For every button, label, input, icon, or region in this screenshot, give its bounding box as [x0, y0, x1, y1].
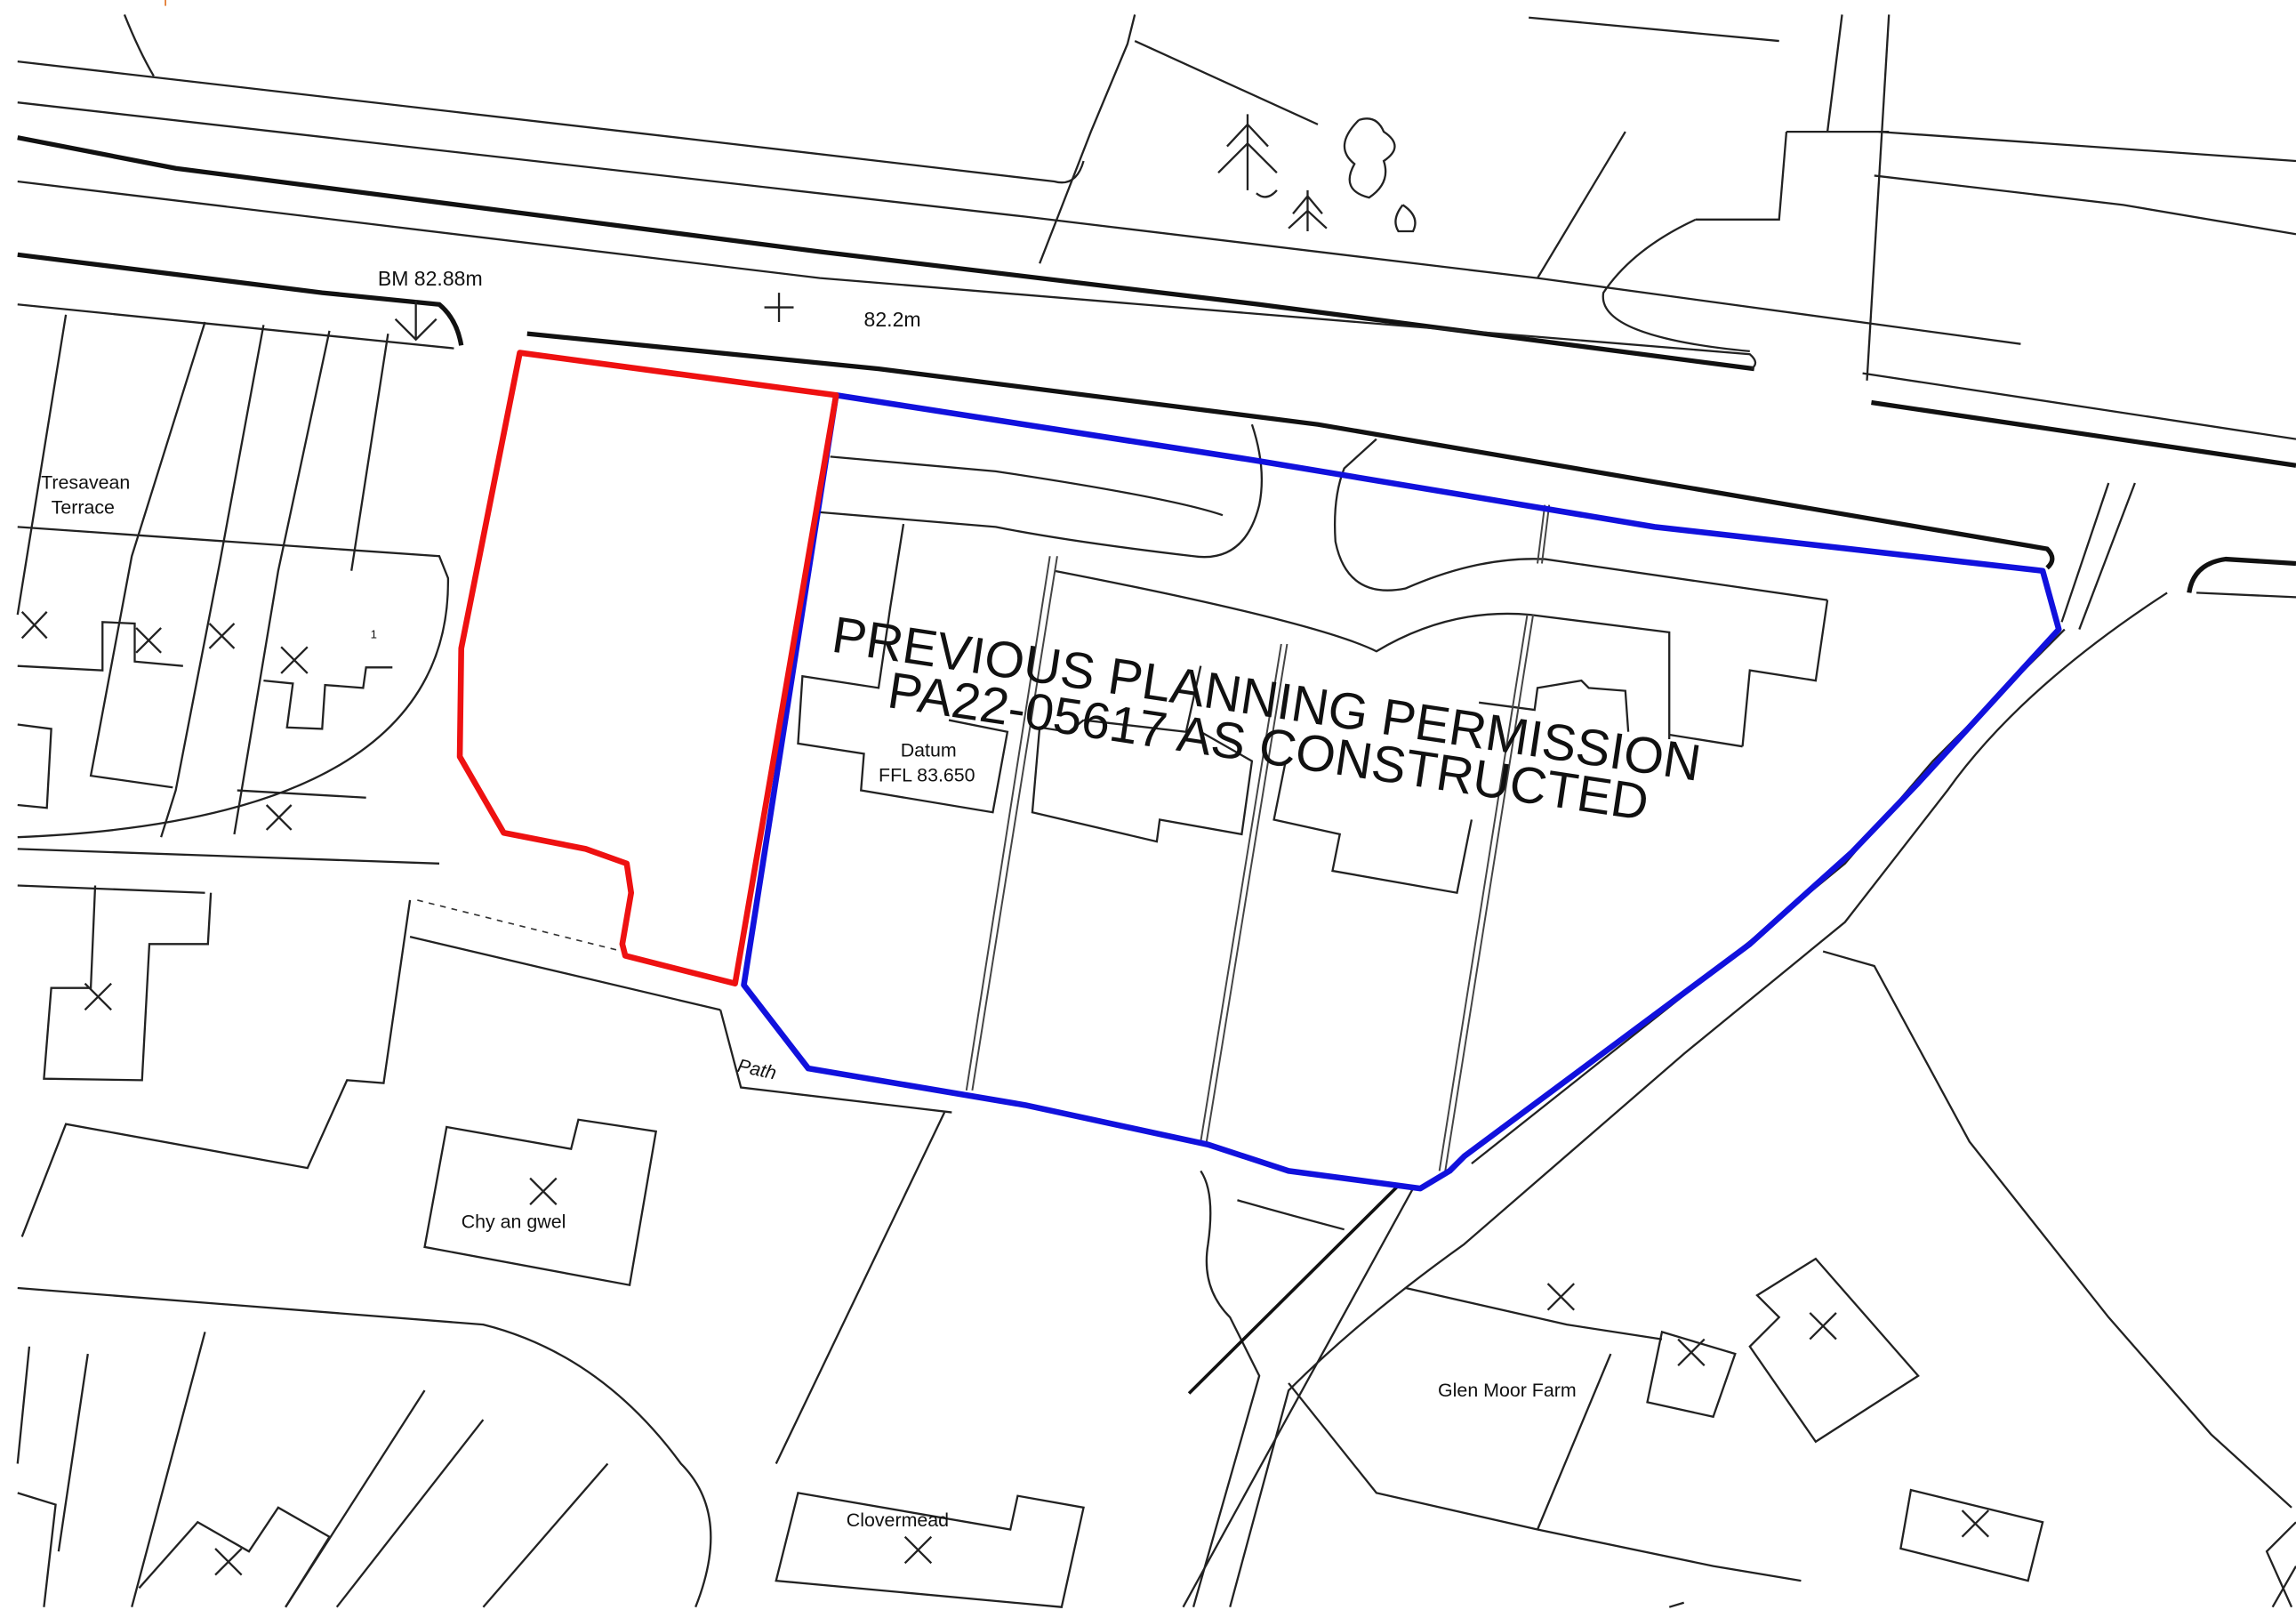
glen-moor-farm-label: Glen Moor Farm — [1438, 1380, 1577, 1401]
housing-layout — [797, 423, 1829, 1171]
application-site-boundary — [456, 350, 839, 987]
ffl-label: FFL 83.650 — [879, 765, 975, 786]
datum-label: Datum — [901, 740, 957, 761]
tree-symbols — [1217, 114, 1417, 233]
clovermead-label: Clovermead — [847, 1509, 949, 1531]
previous-permission-boundary — [741, 391, 2062, 1192]
spot-height-label: 82.2m — [864, 308, 921, 331]
bench-mark-label: BM 82.88m — [378, 267, 483, 290]
house-number-label: 1 — [371, 627, 377, 640]
road-linework — [17, 16, 2296, 894]
building-cross-symbols — [20, 293, 1990, 1576]
tresavean-terrace-label-1: Tresavean — [41, 472, 130, 494]
path-label: Path — [735, 1055, 778, 1084]
parcel-boundaries — [16, 14, 2296, 1608]
map-labels: BM 82.88m 82.2m Tresavean Terrace 1 Datu… — [41, 267, 1705, 1531]
bench-mark-symbol — [394, 300, 438, 342]
chy-an-gwel-label: Chy an gwel — [462, 1212, 566, 1233]
tresavean-terrace-label-2: Terrace — [52, 497, 115, 519]
